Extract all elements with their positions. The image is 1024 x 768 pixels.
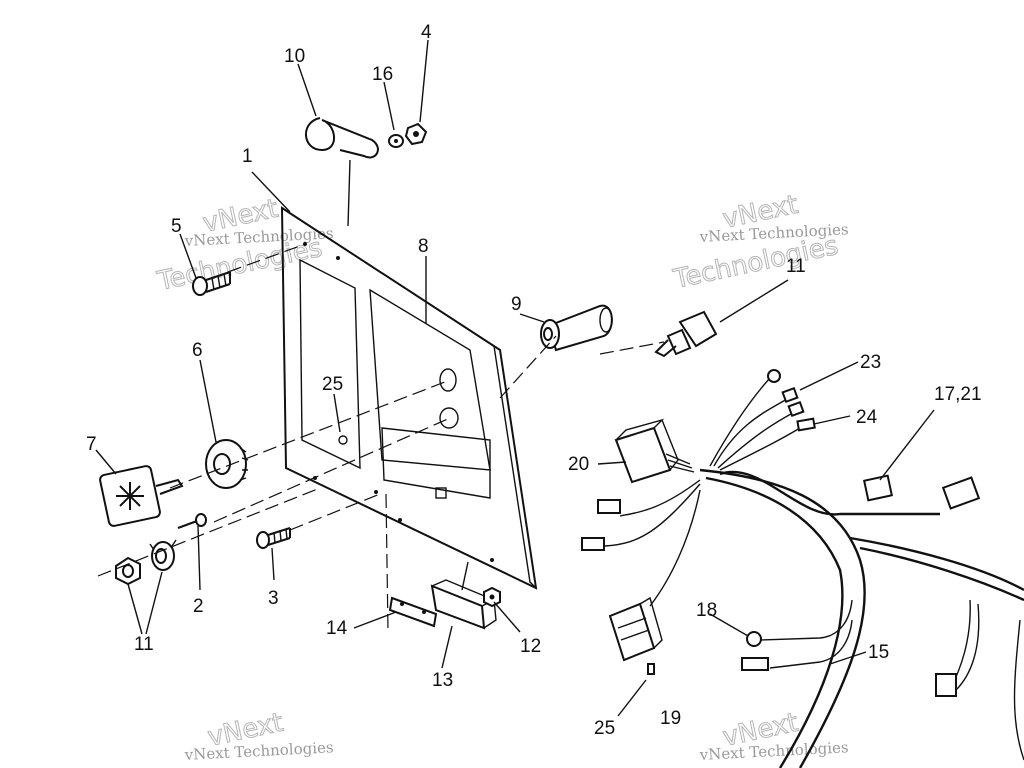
lock-washer-nut	[115, 556, 141, 586]
callout-3: 3	[268, 588, 279, 609]
watermark-text: vNext Technologies	[698, 738, 849, 764]
hair-pin-clip	[305, 117, 379, 227]
callout-5: 5	[171, 216, 182, 237]
washer	[388, 134, 404, 148]
wire-harness	[604, 377, 1024, 768]
ignition-switch-nut	[205, 439, 249, 489]
callout-17-21: 17,21	[934, 384, 982, 405]
callout-labels: 10 16 4 1 5 8 9 11 6 25 23 17,21 24 7 20…	[86, 22, 982, 739]
cap-screw	[256, 527, 291, 549]
screw-small	[177, 513, 207, 529]
hex-nut-top	[404, 122, 428, 146]
bolt	[192, 271, 231, 296]
callout-18: 18	[696, 600, 717, 621]
callout-2: 2	[193, 596, 204, 617]
callout-10: 10	[284, 46, 305, 67]
panel-bracket	[280, 206, 538, 590]
callout-1: 1	[242, 146, 253, 167]
relay-connector	[614, 418, 695, 484]
hex-nut-bottom	[483, 586, 501, 608]
callout-7: 7	[86, 434, 97, 455]
alignment-lines	[97, 245, 665, 633]
retainer-ring	[149, 539, 177, 571]
watermark-text: vNext Technologies	[183, 738, 334, 764]
callout-9: 9	[511, 294, 522, 315]
decal-plate	[99, 465, 184, 527]
callout-12: 12	[520, 636, 541, 657]
callout-23: 23	[860, 352, 881, 373]
watermark-bottom-left: vNext vNext Technologies	[183, 707, 334, 764]
callout-11-lower: 11	[134, 634, 154, 655]
watermark-top-left: vNext vNext Technologies Technologies	[154, 193, 334, 297]
watermark-bottom-right: vNext vNext Technologies	[698, 707, 849, 764]
callout-6: 6	[192, 340, 203, 361]
multi-pin-connector	[608, 596, 663, 662]
leader-lines	[95, 39, 935, 717]
watermark-top-right: vNext vNext Technologies Technologies	[670, 189, 849, 295]
callout-19: 19	[660, 708, 681, 729]
toggle-switch	[654, 310, 718, 358]
callout-14: 14	[326, 618, 348, 639]
callout-25-lower: 25	[594, 718, 615, 739]
callout-24: 24	[856, 407, 878, 428]
callout-25-upper: 25	[322, 374, 343, 395]
callout-4: 4	[421, 22, 432, 43]
spade-connectors	[581, 386, 816, 671]
callout-16: 16	[372, 64, 393, 85]
small-terminal	[647, 663, 655, 675]
callout-20: 20	[568, 454, 589, 475]
plug-connectors-right	[862, 474, 981, 697]
ring-terminal	[746, 369, 781, 647]
callout-15: 15	[868, 642, 889, 663]
callout-13: 13	[432, 670, 453, 691]
callout-11-upper: 11	[786, 256, 806, 277]
mount-plate	[388, 596, 438, 628]
receptacle	[540, 304, 613, 352]
callout-8: 8	[418, 236, 429, 257]
